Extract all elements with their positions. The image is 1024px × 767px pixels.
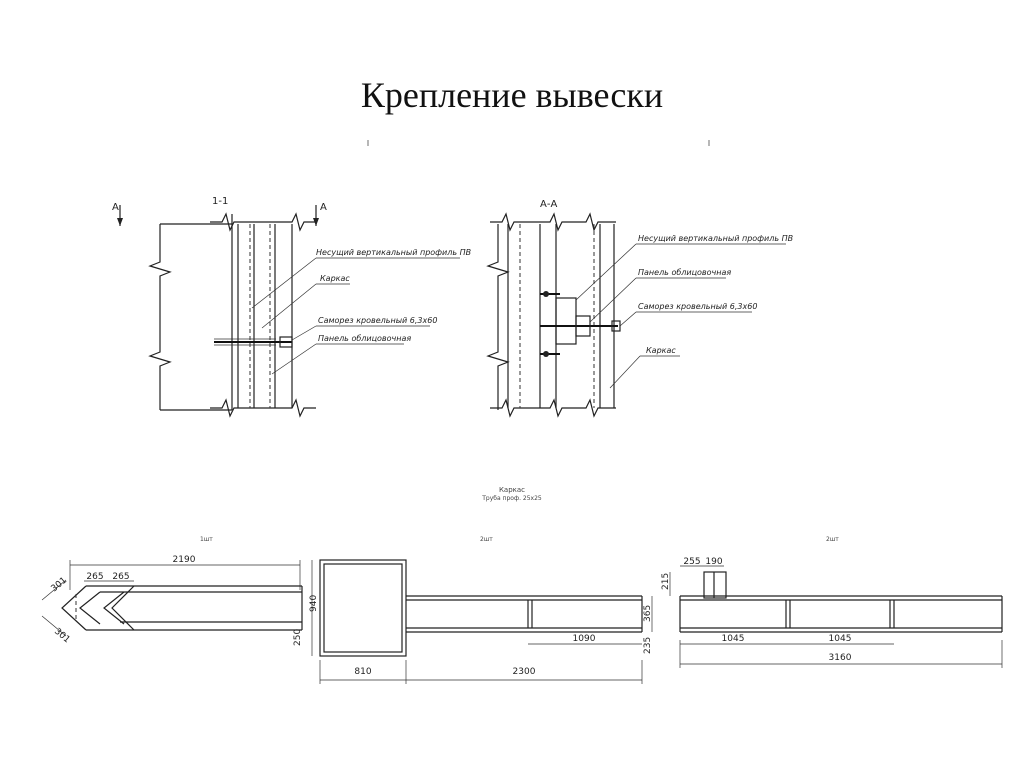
dim-215: 215 [661,573,671,590]
label-roofing-screw: Саморез кровельный 6,3х60 [318,316,437,325]
dim-265-b: 265 [112,572,129,582]
section-1-1-name: 1-1 [212,196,228,207]
frame-part-2: 2шт 940 250 365 235 1090 810 2300 [293,536,653,684]
dim-365: 365 [643,605,653,622]
dim-255: 255 [683,557,700,567]
dim-2190: 2190 [173,555,196,565]
frame-part-1: 1шт 2190 265 265 301 301 [41,536,303,646]
cut-mark-right: А [320,202,327,213]
frame-subtitle: Труба проф. 25х25 [481,495,542,502]
dim-301-bottom: 301 [52,627,72,646]
label-frame: Каркас [320,274,350,283]
dim-235: 235 [643,637,653,654]
dim-265-a: 265 [86,572,103,582]
section-a-a: А-А Несущий вертикальный профиль ПВ Пане… [486,199,793,418]
label-vertical-profile: Несущий вертикальный профиль ПВ [316,248,471,257]
section-a-a-name: А-А [540,199,557,210]
section-1-1: 1-1 А А Несущий ве [112,196,471,418]
dim-1090: 1090 [573,634,596,644]
part1-qty: 1шт [200,536,213,543]
label-frame-aa: Каркас [646,346,676,355]
label-vertical-profile-aa: Несущий вертикальный профиль ПВ [638,234,793,243]
dim-1045-b: 1045 [829,634,852,644]
dim-301-top: 301 [50,576,70,595]
label-cladding-panel-aa: Панель облицовочная [638,268,731,277]
dim-1045-a: 1045 [722,634,745,644]
frame-title: Каркас [499,486,525,494]
dim-810: 810 [354,667,371,677]
dim-3160: 3160 [829,653,852,663]
dim-940: 940 [309,595,319,612]
dim-250: 250 [293,629,303,646]
part3-qty: 2шт [826,536,839,543]
part2-qty: 2шт [480,536,493,543]
slide-title: Крепление вывески [360,75,664,115]
dim-2300: 2300 [513,667,536,677]
cut-mark-left: А [112,202,119,213]
frame-part-3: 2шт 255 190 215 1045 1045 3160 [661,536,1003,668]
label-roofing-screw-aa: Саморез кровельный 6,3х60 [638,302,757,311]
label-cladding-panel: Панель облицовочная [318,334,411,343]
dim-190: 190 [705,557,722,567]
